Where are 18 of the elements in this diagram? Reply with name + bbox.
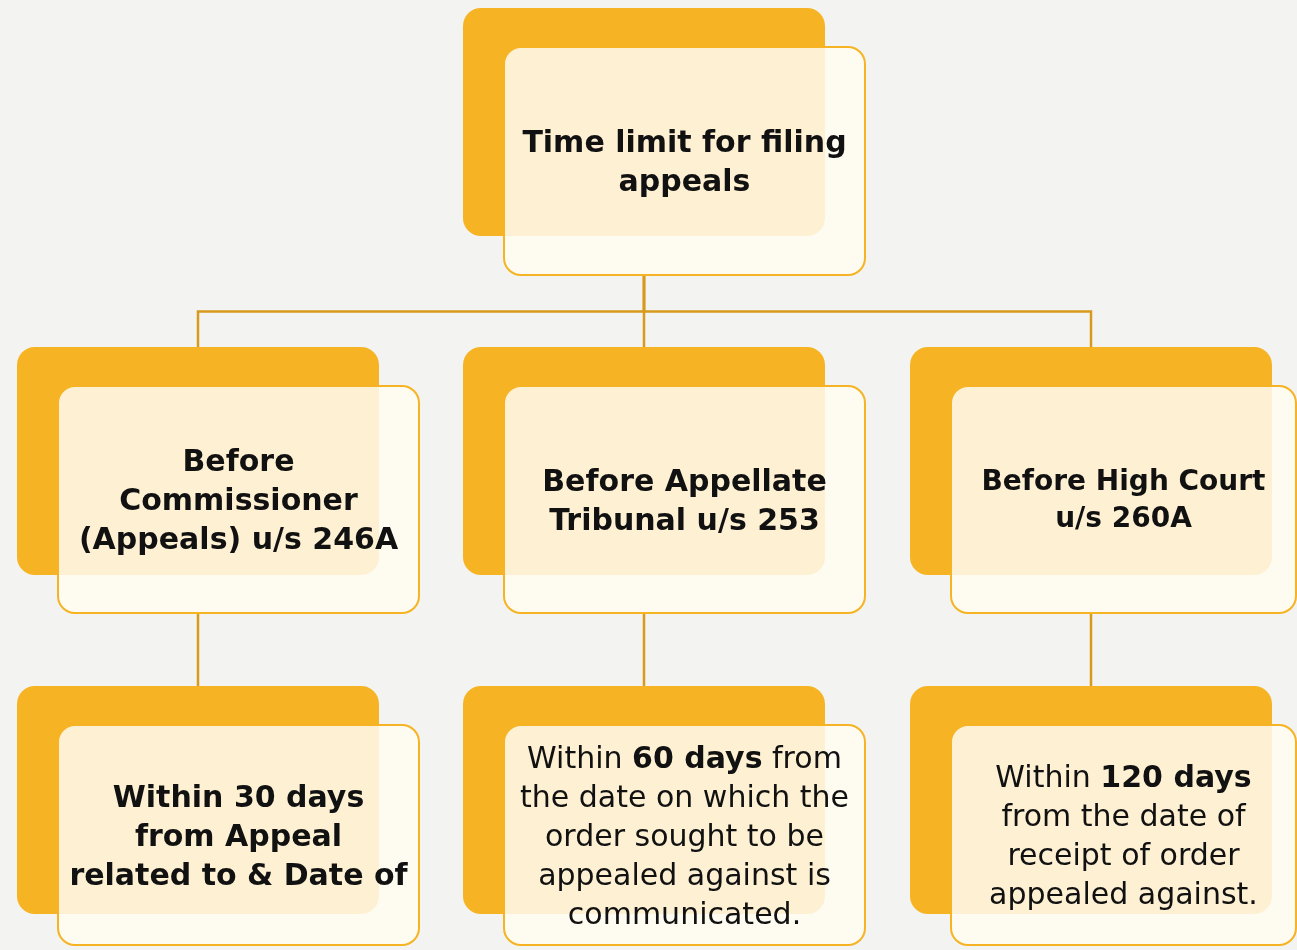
connector-line bbox=[196, 614, 200, 686]
card-text: Before Commissioner (Appeals) u/s 246A bbox=[77, 442, 400, 558]
stacked-card bbox=[17, 686, 420, 946]
connector-line bbox=[642, 276, 1093, 347]
stacked-card bbox=[463, 686, 866, 946]
stacked-card bbox=[463, 8, 866, 276]
connector-line bbox=[1089, 614, 1093, 686]
card-text: Within 60 days from the date on which the order sought to be appealed against is communicated. bbox=[519, 738, 850, 933]
card-text: Time limit for filing appeals bbox=[521, 123, 848, 200]
card-text: Within 120 days from the date of receipt of order appealed against. bbox=[988, 758, 1259, 913]
connector-line bbox=[642, 614, 646, 686]
stacked-card bbox=[463, 347, 866, 614]
card-text: Within 30 days from Appeal related to & Date of bbox=[69, 777, 408, 894]
stacked-card bbox=[17, 347, 420, 614]
card-text: Before High Court u/s 260A bbox=[980, 463, 1267, 536]
stacked-card bbox=[910, 686, 1297, 946]
stacked-card bbox=[910, 347, 1297, 614]
card-text: Before Appellate Tribunal u/s 253 bbox=[541, 461, 828, 539]
